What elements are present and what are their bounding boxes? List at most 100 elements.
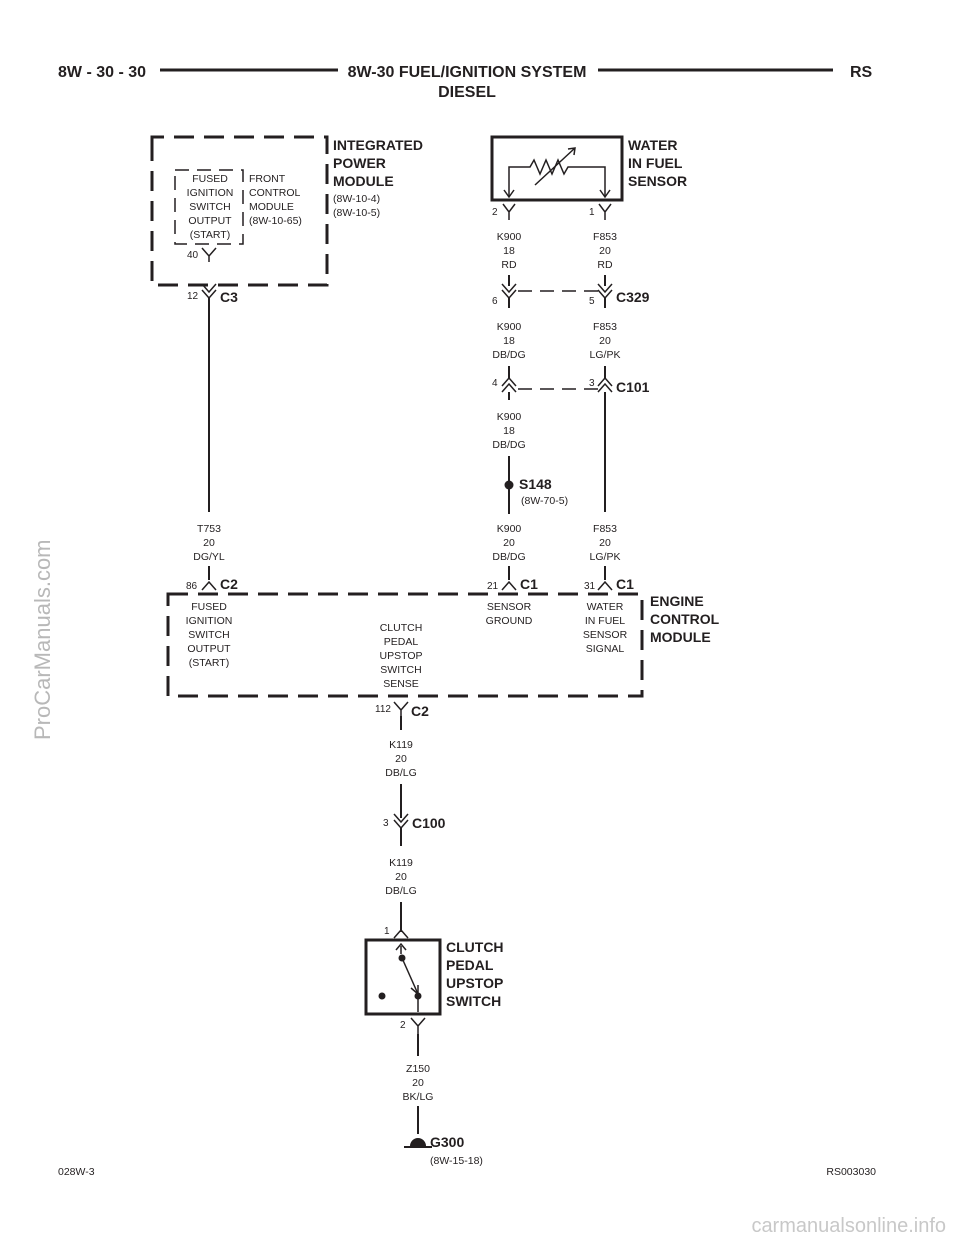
header-page-number: 8W - 30 - 30 [58, 64, 146, 81]
k119-a-gauge: 20 [395, 753, 407, 765]
ecm-pin-31: 31 [584, 581, 596, 592]
sensor-body [490, 135, 624, 202]
ecm-clutch-5: SENSE [383, 678, 419, 690]
sensor-title-3: SENSOR [628, 173, 687, 189]
sensor-pin-2: 2 [492, 207, 498, 218]
ecm-fused-2: IGNITION [186, 615, 233, 627]
switch-title-2: PEDAL [446, 957, 494, 973]
z150-gauge: 20 [412, 1077, 424, 1089]
f853-a-circuit: F853 [593, 231, 617, 243]
f853-b-color: LG/PK [590, 349, 621, 361]
water-in-fuel-sensor: WATER IN FUEL SENSOR 2 1 [490, 135, 687, 220]
k119-b-circuit: K119 [389, 857, 413, 869]
f853-b-circuit: F853 [593, 321, 617, 333]
c101-connector: 4 3 C101 [492, 376, 650, 395]
ecm-wif-3: SENSOR [583, 629, 628, 641]
integrated-power-module: INTEGRATED POWER MODULE (8W-10-4) (8W-10… [150, 135, 423, 305]
fcm-label-1: FRONT [249, 173, 286, 185]
fcm-label-2: CONTROL [249, 187, 300, 199]
ipm-fused-label-2: IGNITION [187, 187, 234, 199]
watermark-side: ProCarManuals.com [30, 539, 55, 740]
ecm-ground-1: SENSOR [487, 601, 532, 613]
switch-title-4: SWITCH [446, 993, 501, 1009]
k900-d-color: DB/DG [492, 551, 525, 563]
ecm-fused-3: SWITCH [188, 629, 229, 641]
page-header: 8W - 30 - 30 8W-30 FUEL/IGNITION SYSTEM … [58, 64, 873, 101]
sensor-variable-arrow [534, 147, 576, 186]
k900-b-circuit: K900 [497, 321, 522, 333]
k900-c-color: DB/DG [492, 439, 525, 451]
c3-connector-label: C3 [220, 289, 238, 305]
c100-label: C100 [412, 815, 446, 831]
z150-circuit: Z150 [406, 1063, 430, 1075]
k119-b-color: DB/LG [385, 885, 417, 897]
ipm-fused-label-4: OUTPUT [188, 215, 232, 227]
header-subtitle: DIESEL [438, 84, 496, 101]
ipm-title-2: POWER [333, 155, 386, 171]
k900-a-circuit: K900 [497, 231, 522, 243]
ipm-pin-40-symbol [201, 247, 217, 262]
t753-circuit: T753 [197, 523, 221, 535]
ipm-pin-40: 40 [187, 250, 199, 261]
z150-color: BK/LG [403, 1091, 434, 1103]
f853-b-gauge: 20 [599, 335, 611, 347]
ipm-fused-label-5: (START) [190, 229, 230, 241]
ipm-fused-label-3: SWITCH [189, 201, 230, 213]
k900-d-gauge: 20 [503, 537, 515, 549]
ecm-pin-112: 112 [375, 704, 391, 715]
k900-c-circuit: K900 [497, 411, 522, 423]
ecm-ground-2: GROUND [486, 615, 533, 627]
switch-contact-arm [401, 957, 419, 995]
sensor-title-2: IN FUEL [628, 155, 683, 171]
header-title: 8W-30 FUEL/IGNITION SYSTEM [348, 64, 587, 81]
s148-dot [504, 480, 514, 490]
footer-left-code: 028W-3 [58, 1166, 95, 1178]
f853-a-gauge: 20 [599, 245, 611, 257]
header-section-code: RS [850, 64, 873, 81]
ecm-clutch-2: PEDAL [384, 636, 419, 648]
ecm-clutch-4: SWITCH [380, 664, 421, 676]
g300-label: G300 [430, 1134, 464, 1150]
ecm-fused-5: (START) [189, 657, 229, 669]
f853-d-color: LG/PK [590, 551, 621, 563]
k900-d-circuit: K900 [497, 523, 522, 535]
t753-color: DG/YL [193, 551, 225, 563]
clutch-pedal-upstop-switch: 1 CLUTCH PEDAL UPSTOP SWITCH 2 [364, 926, 504, 1034]
s148-splice: S148 (8W-70-5) [504, 476, 568, 507]
ecm-pin-86: 86 [186, 581, 198, 592]
ground-symbol [410, 1138, 426, 1146]
s148-ref: (8W-70-5) [521, 495, 568, 507]
sensor-pin-1: 1 [589, 207, 595, 218]
switch-pin-2: 2 [400, 1020, 406, 1031]
c329-pin-5: 5 [589, 296, 595, 307]
c329-pin-6: 6 [492, 296, 498, 307]
fcm-label-4: (8W-10-65) [249, 215, 302, 227]
k900-a-color: RD [501, 259, 517, 271]
ecm-c2-label: C2 [220, 576, 238, 592]
ecm-pin-21: 21 [487, 581, 499, 592]
f853-a-color: RD [597, 259, 613, 271]
c101-pin-4: 4 [492, 378, 498, 389]
ipm-ref-1: (8W-10-4) [333, 193, 380, 205]
k900-b-gauge: 18 [503, 335, 515, 347]
ecm-clutch-1: CLUTCH [380, 622, 423, 634]
ipm-fused-box [174, 169, 244, 245]
t753-gauge: 20 [203, 537, 215, 549]
ecm-title-3: MODULE [650, 629, 711, 645]
c100-pin-3: 3 [383, 818, 389, 829]
sensor-resistor [508, 158, 606, 196]
c101-pin-3: 3 [589, 378, 595, 389]
f853-d-gauge: 20 [599, 537, 611, 549]
ecm-fused-1: FUSED [191, 601, 227, 613]
ecm-c1-label-a: C1 [520, 576, 538, 592]
c329-label: C329 [616, 289, 650, 305]
ecm-title-2: CONTROL [650, 611, 720, 627]
switch-body [364, 938, 442, 1016]
ecm-fused-4: OUTPUT [187, 643, 231, 655]
watermark-bottom: carmanualsonline.info [751, 1215, 946, 1237]
c3-pin-12: 12 [187, 291, 199, 302]
c101-label: C101 [616, 379, 650, 395]
ecm-wif-1: WATER [587, 601, 624, 613]
k119-a-circuit: K119 [389, 739, 413, 751]
